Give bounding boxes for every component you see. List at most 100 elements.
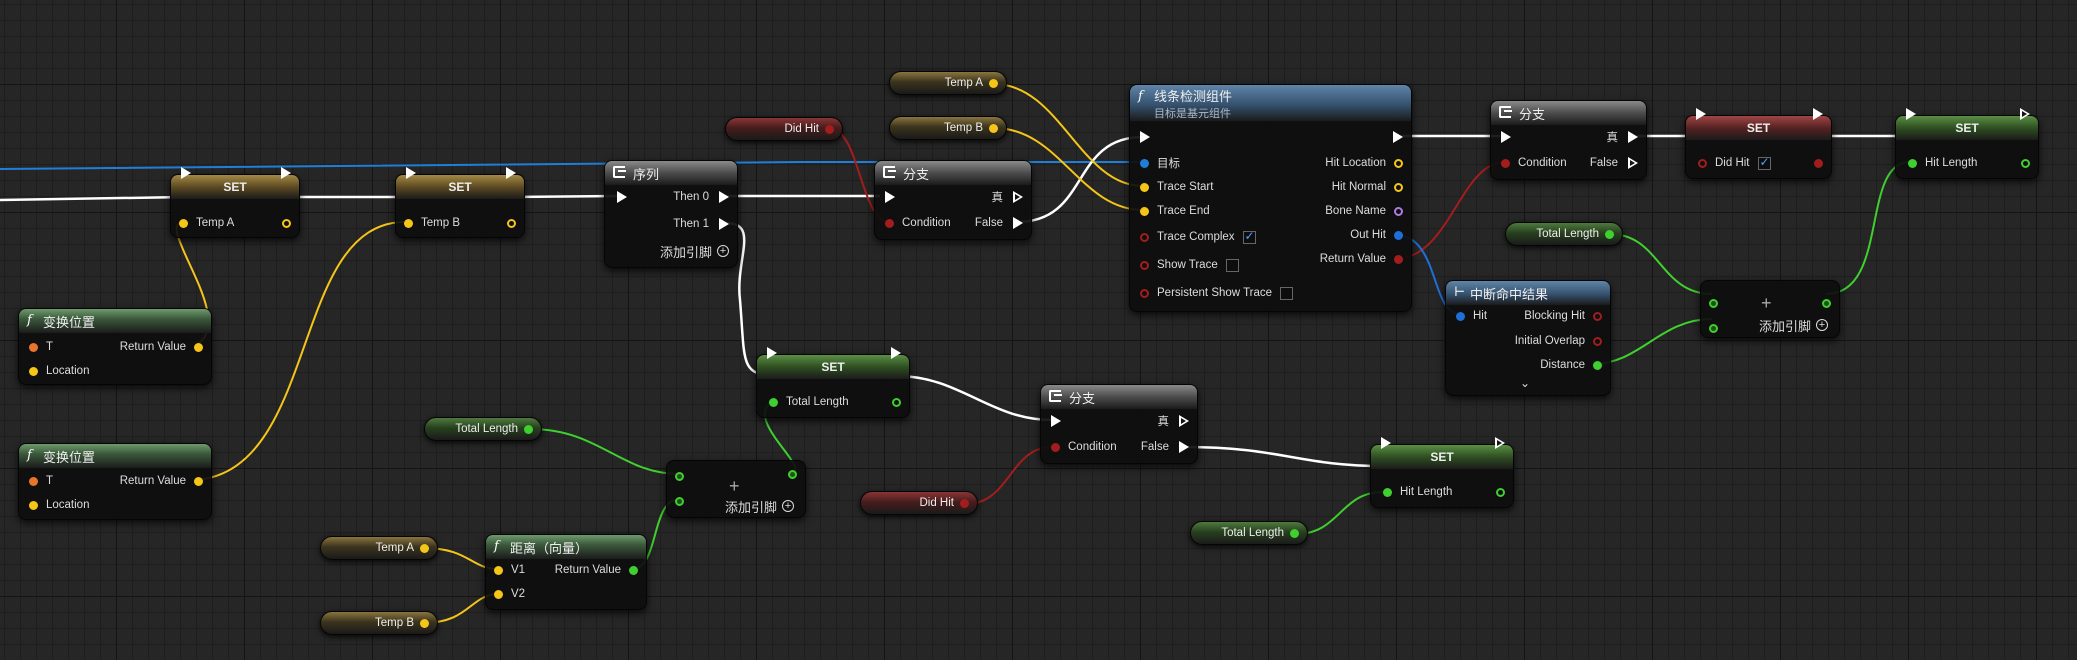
return-value-pin[interactable]: Return Value	[1320, 251, 1403, 267]
exec-out-pin[interactable]	[496, 165, 516, 181]
exec-in-pin[interactable]	[1051, 413, 1071, 429]
expand-chevron[interactable]: ⌄	[1520, 375, 1530, 391]
set-total-length-node[interactable]: SET Total Length	[756, 347, 910, 418]
set-hit-length-node-2[interactable]: SET Hit Length	[1370, 437, 1514, 508]
location-input-pin[interactable]: Location	[29, 363, 89, 379]
did-hit-checkbox[interactable]	[1757, 155, 1771, 170]
add-pin-button[interactable]: 添加引脚+	[660, 243, 729, 260]
distance-pin[interactable]: Distance	[1540, 357, 1602, 373]
return-value-pin[interactable]: Return Value	[120, 473, 203, 489]
float-output-pin[interactable]	[524, 424, 533, 434]
exec-in-pin[interactable]	[1696, 106, 1716, 122]
out-hit-pin[interactable]: Out Hit	[1350, 227, 1403, 243]
exec-in-pin[interactable]	[1381, 435, 1401, 451]
b-input-pin[interactable]	[675, 493, 692, 509]
did-hit-variable-1[interactable]: Did Hit	[725, 117, 843, 141]
temp-b-output-pin[interactable]	[499, 215, 516, 231]
condition-pin[interactable]: Condition	[1501, 155, 1567, 171]
did-hit-output-pin[interactable]	[1806, 155, 1823, 171]
exec-in-pin[interactable]	[406, 165, 426, 181]
hit-length-output-pin[interactable]	[1488, 484, 1505, 500]
temp-a-output-pin[interactable]	[274, 215, 291, 231]
initial-overlap-pin[interactable]: Initial Overlap	[1515, 333, 1602, 349]
location-input-pin[interactable]: Location	[29, 497, 89, 513]
exec-in-pin[interactable]	[767, 345, 787, 361]
temp-a-variable-2[interactable]: Temp A	[320, 536, 438, 560]
vector-output-pin[interactable]	[989, 123, 998, 133]
true-pin[interactable]: 真	[992, 189, 1023, 205]
show-trace-pin[interactable]: Show Trace	[1140, 257, 1239, 273]
did-hit-variable-2[interactable]: Did Hit	[860, 491, 978, 515]
v2-input-pin[interactable]: V2	[494, 586, 525, 602]
temp-b-variable-2[interactable]: Temp B	[320, 611, 438, 635]
add-node-2[interactable]: + 添加引脚+	[666, 460, 806, 518]
t-input-pin[interactable]: T	[29, 473, 53, 489]
then-0-pin[interactable]: Then 0	[673, 189, 729, 205]
total-length-variable-1[interactable]: Total Length	[1505, 222, 1623, 246]
false-pin[interactable]: False	[1590, 155, 1638, 171]
total-length-variable-3[interactable]: Total Length	[1190, 521, 1308, 545]
condition-pin[interactable]: Condition	[885, 215, 951, 231]
break-hit-result-node[interactable]: ⊢中断命中结果 Hit Blocking Hit Initial Overlap…	[1445, 280, 1611, 396]
true-pin[interactable]: 真	[1158, 413, 1189, 429]
t-input-pin[interactable]: T	[29, 339, 53, 355]
false-pin[interactable]: False	[975, 215, 1023, 231]
vector-output-pin[interactable]	[420, 618, 429, 628]
bool-output-pin[interactable]	[825, 124, 834, 134]
line-trace-component-node[interactable]: f 线条检测组件 目标是基元组件 目标 Trace Start Trace En…	[1129, 84, 1412, 312]
total-length-output-pin[interactable]	[884, 394, 901, 410]
true-pin[interactable]: 真	[1607, 129, 1638, 145]
exec-in-pin[interactable]	[1501, 129, 1521, 145]
then-1-pin[interactable]: Then 1	[673, 216, 729, 232]
trace-complex-pin[interactable]: Trace Complex	[1140, 229, 1256, 245]
condition-pin[interactable]: Condition	[1051, 439, 1117, 455]
return-value-pin[interactable]: Return Value	[555, 562, 638, 578]
bone-name-pin[interactable]: Bone Name	[1325, 203, 1403, 219]
did-hit-input-pin[interactable]: Did Hit	[1698, 155, 1771, 171]
b-input-pin[interactable]	[1709, 320, 1726, 336]
exec-out-pin[interactable]	[271, 165, 291, 181]
trace-end-pin[interactable]: Trace End	[1140, 203, 1210, 219]
hit-length-input-pin[interactable]: Hit Length	[1908, 155, 1977, 171]
bool-output-pin[interactable]	[960, 498, 969, 508]
sum-output-pin[interactable]	[1814, 295, 1831, 311]
set-did-hit-node[interactable]: SET Did Hit	[1685, 108, 1832, 179]
trace-start-pin[interactable]: Trace Start	[1140, 179, 1213, 195]
temp-b-input-pin[interactable]: Temp B	[404, 215, 460, 231]
blocking-hit-pin[interactable]: Blocking Hit	[1524, 308, 1602, 324]
target-pin[interactable]: 目标	[1140, 155, 1180, 171]
exec-out-pin[interactable]	[2010, 106, 2030, 122]
trace-complex-checkbox[interactable]	[1242, 229, 1256, 244]
branch-node-3[interactable]: 分支 真 Condition False	[1040, 384, 1198, 464]
set-temp-a-node[interactable]: SET Temp A	[170, 167, 300, 238]
hit-length-output-pin[interactable]	[2013, 155, 2030, 171]
return-value-pin[interactable]: Return Value	[120, 339, 203, 355]
a-input-pin[interactable]	[675, 468, 692, 484]
temp-a-variable-1[interactable]: Temp A	[889, 71, 1007, 95]
exec-out-pin[interactable]	[1803, 106, 1823, 122]
sequence-node[interactable]: 序列 Then 0 Then 1 添加引脚+	[604, 160, 738, 268]
exec-in-pin[interactable]	[885, 189, 905, 205]
branch-node-2[interactable]: 分支 真 Condition False	[1490, 100, 1647, 180]
exec-in-pin[interactable]	[181, 165, 201, 181]
total-length-input-pin[interactable]: Total Length	[769, 394, 849, 410]
a-input-pin[interactable]	[1709, 295, 1726, 311]
persistent-show-trace-checkbox[interactable]	[1280, 286, 1294, 300]
vector-output-pin[interactable]	[420, 543, 429, 553]
false-pin[interactable]: False	[1141, 439, 1189, 455]
v1-input-pin[interactable]: V1	[494, 562, 525, 578]
exec-out-pin[interactable]	[1485, 435, 1505, 451]
persistent-show-trace-pin[interactable]: Persistent Show Trace	[1140, 285, 1294, 301]
show-trace-checkbox[interactable]	[1225, 258, 1239, 272]
hit-location-pin[interactable]: Hit Location	[1325, 155, 1403, 171]
hit-input-pin[interactable]: Hit	[1456, 308, 1487, 324]
float-output-pin[interactable]	[1290, 528, 1299, 538]
set-hit-length-node-1[interactable]: SET Hit Length	[1895, 108, 2039, 179]
exec-out-pin[interactable]	[881, 345, 901, 361]
hit-normal-pin[interactable]: Hit Normal	[1332, 179, 1403, 195]
exec-in-pin[interactable]	[617, 189, 637, 205]
temp-b-variable-1[interactable]: Temp B	[889, 116, 1007, 140]
